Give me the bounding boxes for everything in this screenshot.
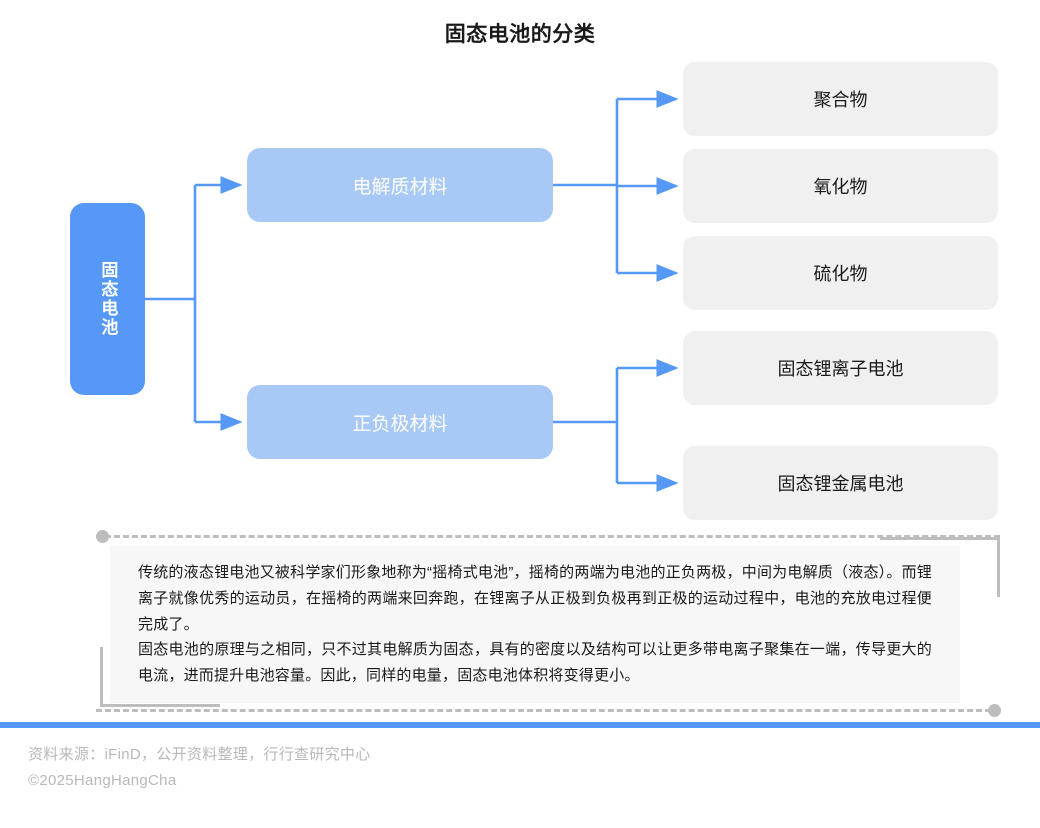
node-sulfide-label: 硫化物 (813, 264, 868, 284)
node-electrolyte-material[interactable]: 电解质材料 (247, 148, 553, 222)
footer-copyright: ©2025HangHangCha (28, 772, 177, 790)
connector-layer (145, 90, 679, 492)
node-solid-li-ion-battery-label: 固态锂离子电池 (777, 359, 904, 379)
node-polymer[interactable]: 聚合物 (683, 62, 998, 136)
node-root[interactable]: 固态电池 (70, 203, 145, 395)
node-solid-li-metal-battery[interactable]: 固态锂金属电池 (683, 446, 998, 520)
node-oxide[interactable]: 氧化物 (683, 149, 998, 223)
note-paragraph-2: 固态电池的原理与之相同，只不过其电解质为固态，具有的密度以及结构可以让更多带电离… (138, 641, 932, 685)
node-oxide-label: 氧化物 (813, 177, 868, 197)
note-region: 传统的液态锂电池又被科学家们形象地称为“摇椅式电池”，摇椅的两端为电池的正负两极… (0, 520, 1040, 720)
note-dot-left (96, 530, 109, 543)
node-solid-li-metal-battery-label: 固态锂金属电池 (777, 474, 904, 494)
note-corner-top-right (880, 537, 1000, 597)
footer-source: 资料来源：iFinD，公开资料整理，行行查研究中心 (28, 746, 371, 763)
note-text-box: 传统的液态锂电池又被科学家们形象地称为“摇椅式电池”，摇椅的两端为电池的正负两极… (110, 546, 960, 703)
page-title: 固态电池的分类 (444, 23, 596, 46)
note-dashed-line-bottom (96, 709, 1000, 712)
note-corner-bottom-left (100, 647, 220, 707)
footer-divider (0, 722, 1040, 728)
node-electrode-material-label: 正负极材料 (352, 413, 448, 435)
node-sulfide[interactable]: 硫化物 (683, 236, 998, 310)
diagram-canvas: 固态电池 电解质材料 正负极材料 聚合物 氧化物 硫化物 固态锂离子电池 固态锂… (70, 62, 998, 520)
footer: 资料来源：iFinD，公开资料整理，行行查研究中心 ©2025HangHangC… (28, 742, 1008, 795)
node-polymer-label: 聚合物 (813, 90, 868, 110)
note-dashed-line-top (96, 535, 1000, 538)
node-electrode-material[interactable]: 正负极材料 (247, 385, 553, 459)
note-dot-right (988, 704, 1001, 717)
node-root-label: 固态电池 (98, 261, 118, 337)
node-electrolyte-material-label: 电解质材料 (352, 176, 448, 198)
node-solid-li-ion-battery[interactable]: 固态锂离子电池 (683, 331, 998, 405)
note-paragraph-1: 传统的液态锂电池又被科学家们形象地称为“摇椅式电池”，摇椅的两端为电池的正负两极… (138, 564, 932, 633)
